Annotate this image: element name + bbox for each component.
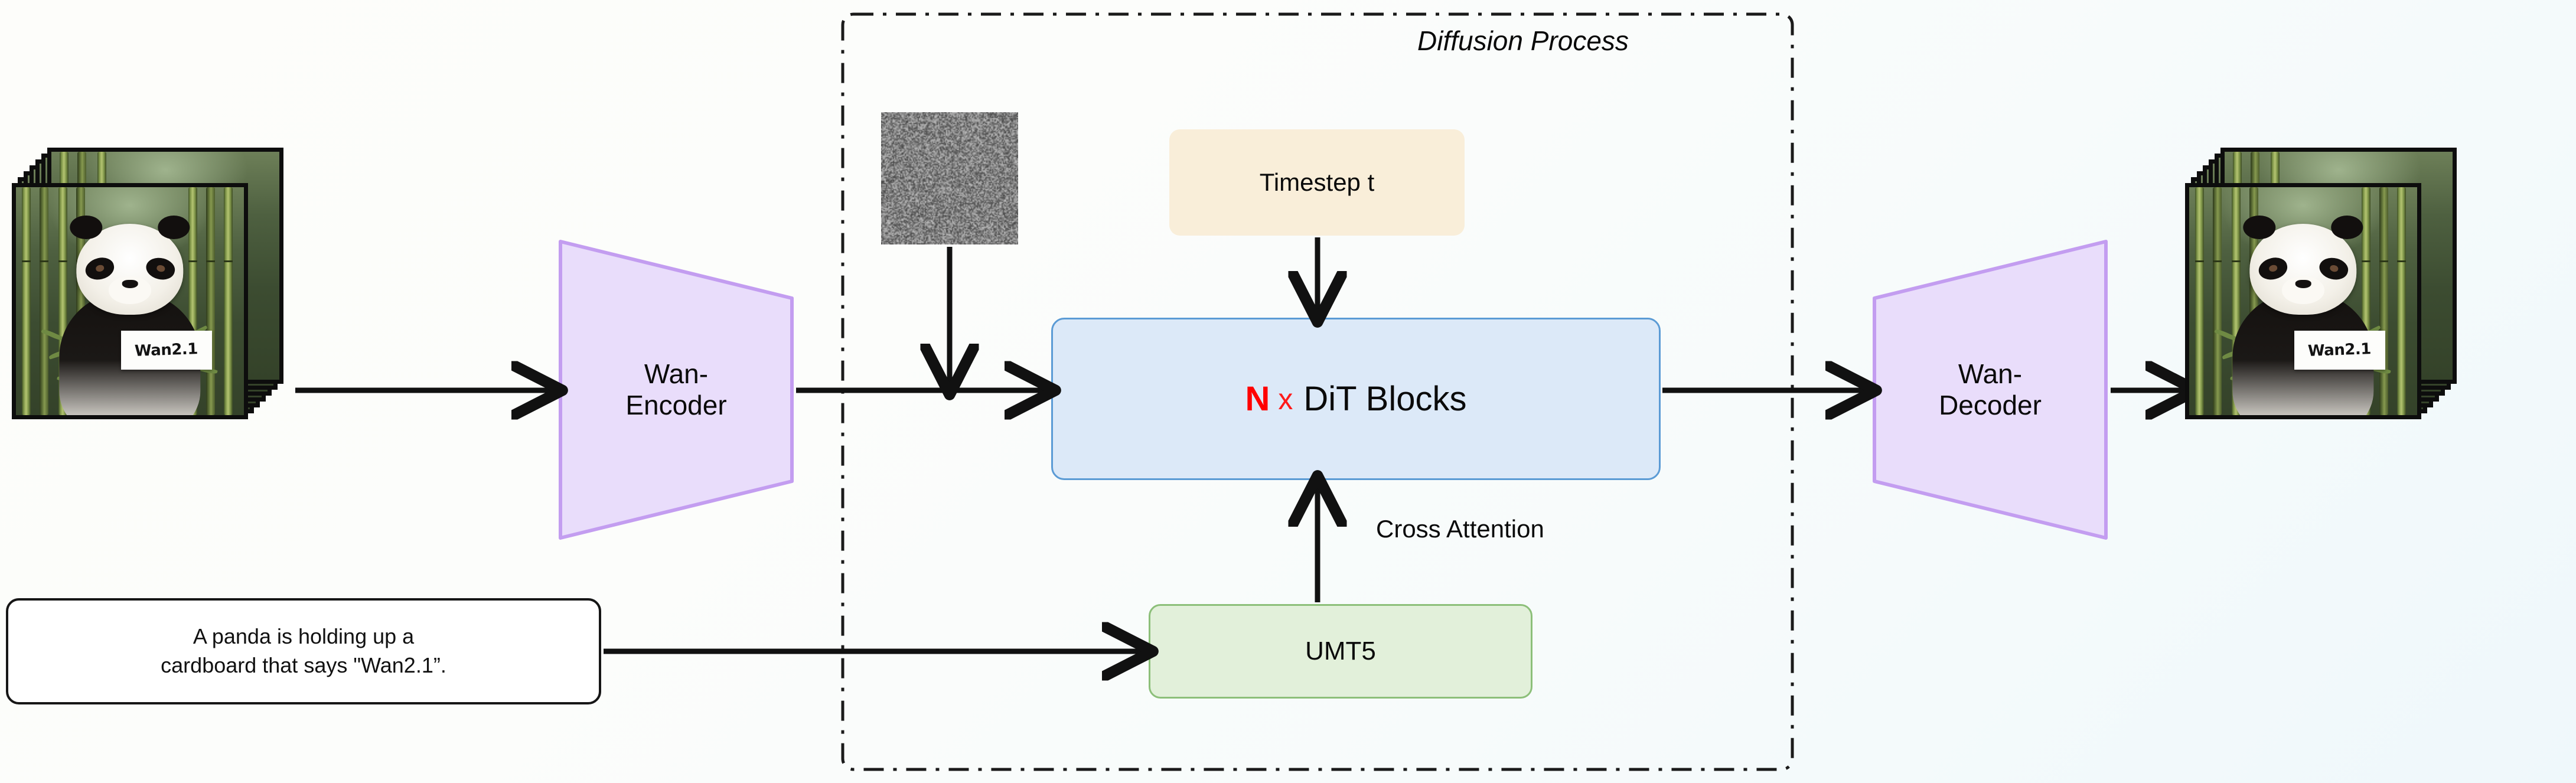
timestep-box[interactable]: Timestep t bbox=[1169, 129, 1465, 236]
prompt-textbox[interactable]: A panda is holding up a cardboard that s… bbox=[6, 598, 601, 704]
umt5-box[interactable]: UMT5 bbox=[1149, 604, 1532, 699]
input-video-frames: Wan2.1 bbox=[12, 183, 289, 461]
video-frame-front: Wan2.1 bbox=[2185, 183, 2421, 419]
wan-decoder[interactable]: Wan- Decoder bbox=[1872, 239, 2108, 540]
video-frame-front: Wan2.1 bbox=[12, 183, 248, 419]
noise-latent-patch bbox=[881, 112, 1018, 244]
dit-n-symbol: N bbox=[1245, 379, 1270, 419]
diffusion-process-label: Diffusion Process bbox=[1417, 25, 1629, 57]
dit-blocks-box[interactable]: N x DiT Blocks bbox=[1051, 318, 1661, 480]
dit-blocks-label: DiT Blocks bbox=[1303, 379, 1466, 419]
wan-encoder[interactable]: Wan- Encoder bbox=[558, 239, 794, 540]
input-sign: Wan2.1 bbox=[121, 331, 212, 370]
prompt-line-2: cardboard that says "Wan2.1”. bbox=[161, 651, 446, 680]
output-sign: Wan2.1 bbox=[2294, 331, 2385, 370]
dit-multiply-symbol: x bbox=[1278, 382, 1293, 416]
umt5-label: UMT5 bbox=[1305, 637, 1376, 666]
timestep-label: Timestep t bbox=[1260, 168, 1375, 197]
output-video-frames: Wan2.1 bbox=[2185, 183, 2463, 461]
cross-attention-label: Cross Attention bbox=[1376, 515, 1544, 543]
prompt-line-1: A panda is holding up a bbox=[193, 622, 414, 651]
